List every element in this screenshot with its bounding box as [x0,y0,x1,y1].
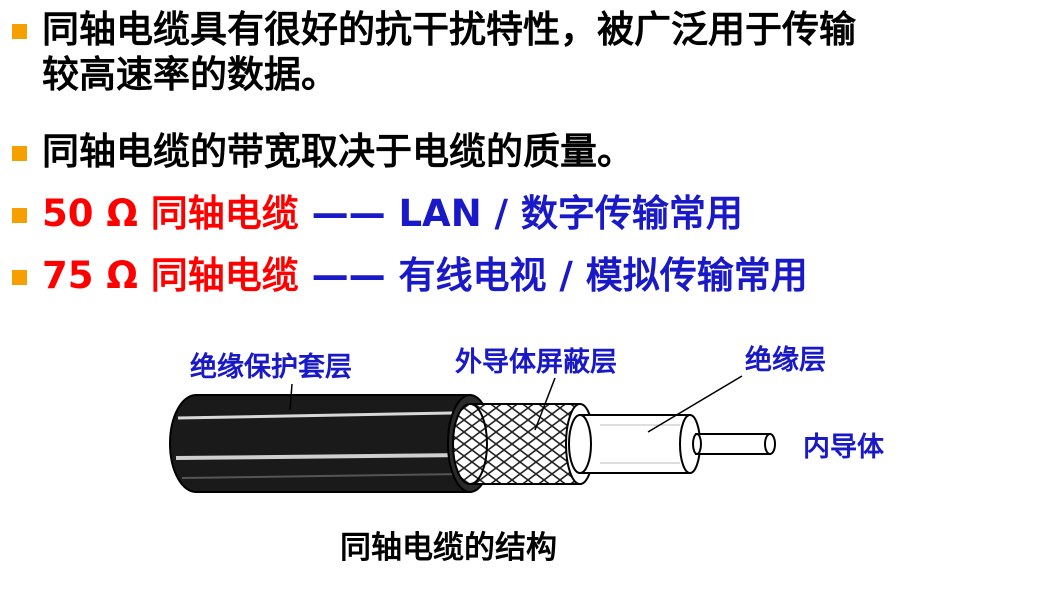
bullet-4-usage: —— 有线电视 / 模拟传输常用 [298,254,808,297]
insulation-label: 绝缘层 [745,345,826,376]
bullet-square-icon [12,146,27,161]
bullet-square-icon [12,208,27,223]
bullet-square-icon [12,24,27,39]
inner-conductor-label: 内导体 [803,432,884,463]
bullet-1-line1: 同轴电缆具有很好的抗干扰特性，被广泛用于传输 [42,8,856,51]
bullet-3-text: 50 Ω 同轴电缆 —— LAN / 数字传输常用 [42,192,743,236]
inner-conductor [692,433,776,455]
bullet-1-line2: 较高速率的数据。 [42,53,338,96]
bullet-square-icon [12,270,27,285]
bullet-2-text: 同轴电缆的带宽取决于电缆的质量。 [42,130,634,173]
diagram-caption: 同轴电缆的结构 [340,530,557,566]
bullet-4-type: 75 Ω 同轴电缆 [42,254,299,297]
jacket-leader-line [289,383,293,411]
insulation-leader-line [647,375,743,433]
bullet-4-text: 75 Ω 同轴电缆 —— 有线电视 / 模拟传输常用 [42,254,808,298]
shield-leader-line [534,377,556,431]
bullet-3-type: 50 Ω 同轴电缆 [42,192,299,235]
bullet-3-usage: —— LAN / 数字传输常用 [298,192,743,235]
shield-label: 外导体屏蔽层 [455,347,617,378]
jacket-label: 绝缘保护套层 [190,352,352,383]
jacket-layer [169,394,493,493]
insulation-layer [568,414,701,474]
